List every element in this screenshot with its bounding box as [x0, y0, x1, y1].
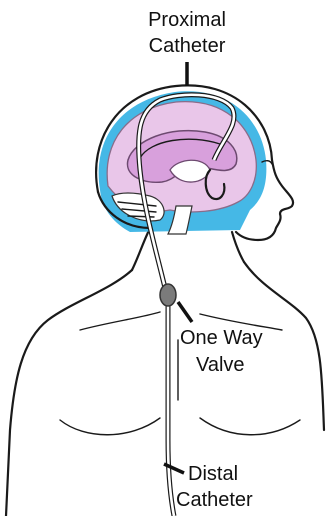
one-way-valve-label-line1: One Way — [180, 327, 263, 349]
distal-catheter-label-line1: Distal — [188, 463, 238, 485]
neck-left-line — [132, 228, 150, 270]
left-clavicle-line — [80, 312, 160, 330]
distal-catheter-core — [168, 302, 174, 516]
head — [96, 85, 293, 240]
torso-outline — [6, 228, 324, 516]
proximal-catheter-label-line1: Proximal — [148, 9, 226, 31]
right-pec-line — [200, 418, 300, 435]
one-way-valve-label-line2: Valve — [196, 354, 245, 376]
distal-catheter-label-line2: Catheter — [176, 489, 253, 511]
one-way-valve — [160, 284, 176, 306]
left-shoulder-line — [6, 270, 132, 516]
proximal-catheter-label-line2: Catheter — [149, 35, 226, 57]
left-pec-line — [60, 418, 160, 435]
valve-pointer-line — [178, 302, 192, 322]
